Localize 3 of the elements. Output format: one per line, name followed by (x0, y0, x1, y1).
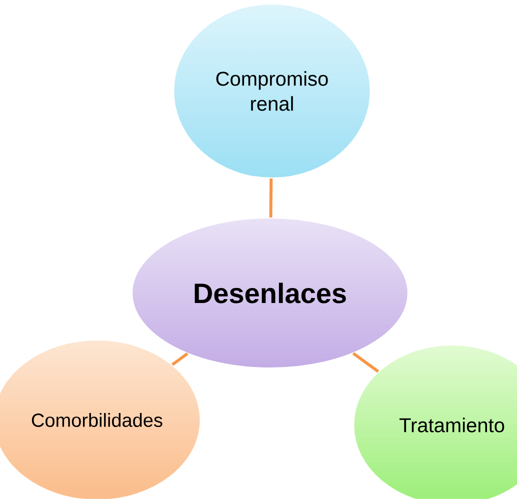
connector-line (171, 352, 188, 366)
connector-line (269, 178, 273, 218)
connector-line (352, 352, 380, 373)
